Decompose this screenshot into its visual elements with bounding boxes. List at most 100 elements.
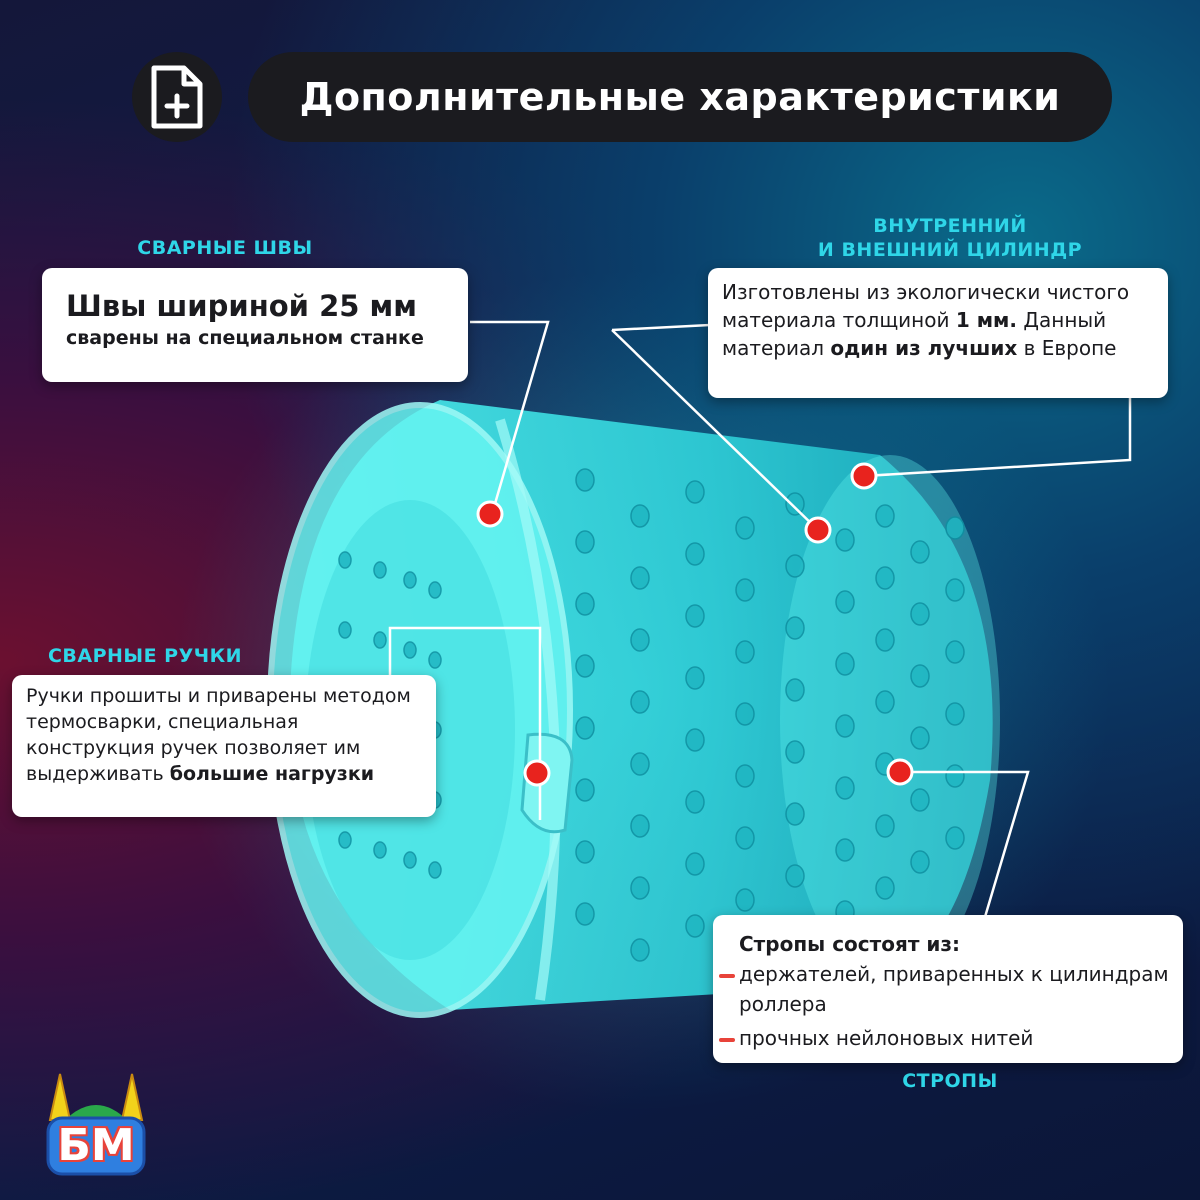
dash-bullet-icon [719, 974, 735, 978]
air-hole-dot [735, 578, 755, 602]
air-hole-dot [575, 468, 595, 492]
handle-shape [520, 732, 574, 834]
label-straps: СТРОПЫ [902, 1070, 998, 1092]
cylinder-text-3: в Европе [1017, 336, 1117, 360]
air-hole-dot [875, 566, 895, 590]
air-hole-dot [785, 554, 805, 578]
air-hole-dot [785, 616, 805, 640]
air-hole-dot [945, 826, 965, 850]
air-hole-dot [575, 778, 595, 802]
file-plus-icon [151, 65, 203, 129]
air-hole-dot [735, 888, 755, 912]
air-hole-dot [785, 492, 805, 516]
air-hole-dot [910, 788, 930, 812]
air-hole-dot [575, 716, 595, 740]
label-handles: СВАРНЫЕ РУЧКИ [47, 645, 243, 667]
air-hole-dot [785, 678, 805, 702]
air-hole-dot [630, 504, 650, 528]
air-hole-dot [785, 740, 805, 764]
air-hole-dot [428, 861, 442, 879]
air-hole-dot [575, 902, 595, 926]
page-title: Дополнительные характеристики [299, 75, 1061, 119]
air-hole-dot [685, 604, 705, 628]
air-hole-dot [875, 814, 895, 838]
air-hole-dot [910, 664, 930, 688]
air-hole-dot [835, 528, 855, 552]
marker-handles [523, 759, 551, 787]
air-hole-dot [910, 602, 930, 626]
marker-cylinder-inner [850, 462, 878, 490]
air-hole-dot [945, 516, 965, 540]
welds-main-text: Швы шириной 25 мм [66, 289, 417, 323]
list-item: прочных нейлоновых нитей [719, 1023, 1169, 1053]
air-hole-dot [630, 938, 650, 962]
air-hole-dot [735, 640, 755, 664]
air-hole-dot [685, 480, 705, 504]
air-hole-dot [575, 592, 595, 616]
handles-card: Ручки прошиты и приварены методом термос… [12, 675, 436, 817]
strap-item-text: прочных нейлоновых нитей [739, 1026, 1034, 1050]
air-hole-dot [685, 666, 705, 690]
air-hole-dot [685, 790, 705, 814]
header-title-pill: Дополнительные характеристики [248, 52, 1112, 142]
air-hole-dot [403, 641, 417, 659]
welds-sub-text: сварены на специальном станке [66, 327, 424, 349]
air-hole-dot [403, 571, 417, 589]
cylinder-card: Изготовлены из экологически чистого мате… [708, 268, 1168, 398]
air-hole-dot [945, 702, 965, 726]
list-item: держателей, приваренных к цилиндрам ролл… [719, 959, 1169, 1019]
air-hole-dot [685, 542, 705, 566]
air-hole-dot [835, 590, 855, 614]
air-hole-dot [835, 838, 855, 862]
air-hole-dot [428, 581, 442, 599]
weld-seam [495, 418, 561, 1001]
air-hole-dot [735, 764, 755, 788]
air-hole-dot [735, 702, 755, 726]
connector-lines [388, 318, 1132, 918]
air-hole-dot [910, 540, 930, 564]
air-hole-dot [945, 764, 965, 788]
air-hole-dot [373, 631, 387, 649]
air-hole-dot [685, 728, 705, 752]
air-hole-dot [338, 621, 352, 639]
cylinder-bold-1: 1 мм. [955, 308, 1017, 332]
air-hole-dot [373, 841, 387, 859]
strap-item-text: держателей, приваренных к цилиндрам ролл… [739, 962, 1169, 1016]
header-icon-badge [132, 52, 222, 142]
straps-card: Стропы состоят из: держателей, приваренн… [713, 915, 1183, 1063]
cylinder-bold-2: один из лучших [830, 336, 1018, 360]
air-hole-dot [875, 504, 895, 528]
label-cylinder-line1: ВНУТРЕННИЙ [873, 215, 1027, 237]
markers [476, 462, 914, 787]
cylinder-text-2: Данный материал [722, 308, 1107, 360]
air-hole-dot [785, 802, 805, 826]
air-hole-dot [630, 814, 650, 838]
air-hole-dot [630, 876, 650, 900]
handles-text: Ручки прошиты и приварены методом термос… [26, 685, 411, 785]
air-hole-dot [630, 566, 650, 590]
air-holes [338, 468, 965, 962]
air-hole-dot [735, 516, 755, 540]
air-hole-dot [945, 578, 965, 602]
bouncy-castle-logo-icon [46, 1073, 146, 1176]
air-hole-dot [785, 864, 805, 888]
air-hole-dot [945, 640, 965, 664]
marker-cylinder-outer [804, 516, 832, 544]
air-hole-dot [735, 826, 755, 850]
brand-logo: БМ [36, 1060, 156, 1180]
air-hole-dot [910, 850, 930, 874]
air-hole-dot [575, 654, 595, 678]
air-hole-dot [835, 776, 855, 800]
air-hole-dot [338, 551, 352, 569]
air-hole-dot [685, 852, 705, 876]
marker-welds [476, 500, 504, 528]
air-hole-dot [910, 726, 930, 750]
straps-heading: Стропы состоят из: [739, 932, 961, 956]
air-hole-dot [428, 651, 442, 669]
marker-straps [886, 758, 914, 786]
cylinder-far-end [780, 455, 1000, 985]
air-hole-dot [875, 876, 895, 900]
cylinder-text-1: Изготовлены из экологически чистого мате… [722, 280, 1130, 332]
label-welds: СВАРНЫЕ ШВЫ [137, 237, 313, 259]
air-hole-dot [630, 752, 650, 776]
